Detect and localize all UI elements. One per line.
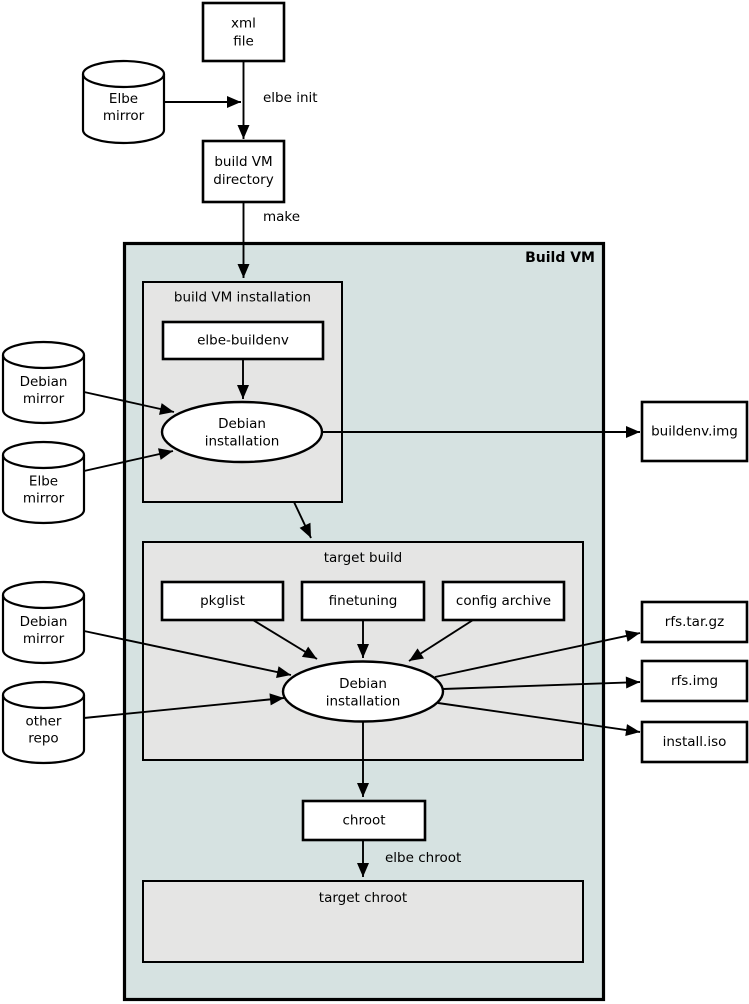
debian-installation-label: Debian <box>339 676 387 692</box>
node-other-repo: other repo <box>1 680 86 765</box>
node-debian-installation-buildenv: Debian installation <box>160 400 324 464</box>
build-vm-installation-title: build VM installation <box>174 290 311 306</box>
edge-other-repo-to-target-installation <box>83 693 285 719</box>
debian-mirror-label: Debian <box>20 374 68 390</box>
node-pkglist: pkglist <box>160 580 285 622</box>
rfs-tar-gz-box <box>640 600 749 644</box>
other-repo-label: repo <box>28 731 58 747</box>
buildenv-img-label: buildenv.img <box>651 424 738 440</box>
node-rfs-tar-gz: rfs.tar.gz <box>640 600 749 644</box>
pkglist-label: pkglist <box>200 593 245 609</box>
chroot-box <box>301 799 427 842</box>
node-finetuning: finetuning <box>300 580 426 622</box>
build-vm-container-title: Build VM <box>525 250 595 266</box>
node-install-iso: install.iso <box>640 720 749 764</box>
cylinder-rim-icon <box>1 354 86 370</box>
debian-installation-label: installation <box>205 434 280 450</box>
edge-debian-mirror-to-debian-installation <box>83 391 175 415</box>
config-archive-box <box>441 580 566 622</box>
buildenv-img-box <box>640 400 749 463</box>
rfs-img-label: rfs.img <box>671 673 718 689</box>
elbe-mirror-label: mirror <box>103 108 145 124</box>
elbe-buildenv-label: elbe-buildenv <box>197 333 289 349</box>
config-archive-label: config archive <box>456 593 551 609</box>
elbe-mirror-label: Elbe <box>29 474 58 490</box>
debian-installation-ellipse <box>160 400 324 464</box>
pkglist-box <box>160 580 285 622</box>
cylinder-rim-icon <box>81 73 166 89</box>
cylinder-icon <box>1 580 86 665</box>
install-iso-label: install.iso <box>663 734 727 750</box>
build-vm-directory-label: build VM <box>214 154 272 170</box>
cylinder-icon <box>81 59 166 145</box>
target-chroot-panel <box>142 880 584 963</box>
edge-elbe-mirror-to-debian-installation <box>83 448 174 472</box>
debian-installation-label: Debian <box>218 416 266 432</box>
node-elbe-mirror-top: Elbe mirror <box>81 59 166 145</box>
edge-debian-installation-to-rfs-tar-gz <box>434 630 641 678</box>
edge-debian-installation-to-install-iso <box>437 702 641 736</box>
xml-file-label: file <box>233 34 254 50</box>
target-chroot-title: target chroot <box>319 890 407 906</box>
elbe-buildenv-box <box>161 320 325 361</box>
node-elbe-buildenv: elbe-buildenv <box>161 320 325 361</box>
rfs-tar-gz-label: rfs.tar.gz <box>665 614 724 630</box>
install-iso-box <box>640 720 749 764</box>
build-vm-directory-label: directory <box>213 172 273 188</box>
edge-label-elbe-chroot: elbe chroot <box>385 850 461 866</box>
cylinder-rim-icon <box>1 694 86 710</box>
edge-config-archive-to-debian-installation <box>408 619 474 662</box>
finetuning-label: finetuning <box>329 593 398 609</box>
edge-installation-panel-to-target-build <box>293 501 312 539</box>
debian-installation-label: installation <box>326 694 401 710</box>
edges <box>83 61 641 877</box>
node-rfs-img: rfs.img <box>640 659 749 703</box>
edge-debian-installation-to-rfs-img <box>442 676 641 690</box>
xml-file-box <box>201 1 286 63</box>
debian-mirror-label: mirror <box>23 631 65 647</box>
node-buildenv-img: buildenv.img <box>640 400 749 463</box>
debian-mirror-label: Debian <box>20 614 68 630</box>
node-debian-mirror-upper: Debian mirror <box>1 340 86 425</box>
chroot-label: chroot <box>342 813 385 829</box>
node-debian-mirror-lower: Debian mirror <box>1 580 86 665</box>
edge-pkglist-to-debian-installation <box>252 619 318 660</box>
edge-label-elbe-init: elbe init <box>263 90 318 106</box>
cylinder-rim-icon <box>1 594 86 610</box>
node-config-archive: config archive <box>441 580 566 622</box>
node-debian-installation-target: Debian installation <box>281 660 445 723</box>
cylinder-icon <box>1 340 86 425</box>
cylinder-rim-icon <box>1 454 86 470</box>
xml-file-label: xml <box>231 16 256 32</box>
rfs-img-box <box>640 659 749 703</box>
elbe-mirror-label: Elbe <box>109 91 138 107</box>
node-xml-file: xml file <box>201 1 286 63</box>
node-chroot: chroot <box>301 799 427 842</box>
edge-label-make: make <box>263 209 300 225</box>
node-elbe-mirror-side: Elbe mirror <box>1 440 86 525</box>
cylinder-icon <box>1 440 86 525</box>
elbe-mirror-label: mirror <box>23 491 65 507</box>
target-build-title: target build <box>324 550 403 566</box>
edge-debian-mirror-to-target-installation <box>83 630 292 678</box>
node-build-vm-directory: build VM directory <box>201 139 286 204</box>
cylinder-icon <box>1 680 86 765</box>
other-repo-label: other <box>26 714 62 730</box>
debian-mirror-label: mirror <box>23 391 65 407</box>
